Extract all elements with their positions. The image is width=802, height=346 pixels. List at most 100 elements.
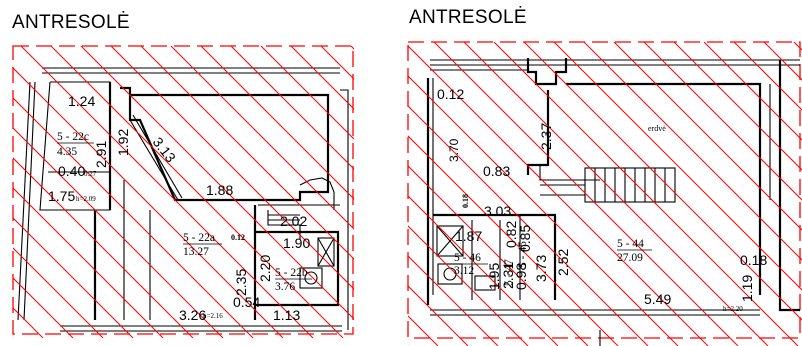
plan-title-left: ANTRESOLĖ: [12, 12, 130, 33]
hatch-line: [673, 42, 802, 171]
hatch-line: [13, 337, 14, 338]
hatch-line: [320, 46, 354, 80]
dim-label: 1.87: [455, 228, 482, 244]
hatch-line: [13, 67, 284, 338]
dim-label: 1.24: [68, 93, 95, 109]
room-id-label: 5 - 45: [517, 241, 529, 268]
dim-label: 0.83: [483, 163, 510, 179]
dim-label: 0.40: [58, 163, 85, 179]
hatch-line: [170, 46, 354, 230]
hatch-line: [13, 127, 224, 338]
ceiling-height-label: h=2.20: [723, 305, 743, 313]
hatch-line: [583, 42, 802, 261]
hatch-line: [561, 46, 802, 338]
room-id-label: 5 - 46: [454, 252, 481, 264]
right-plan-labels: 0.12 2.37 erdvė 3.70 0.83 0.18 3.03 1.87…: [437, 86, 767, 313]
dim-label: 1.88: [206, 182, 233, 198]
hatch-line: [381, 46, 673, 338]
hatch-line: [441, 46, 733, 338]
hatch-line: [471, 46, 763, 338]
dim-label: 1.75: [48, 188, 75, 204]
dim-label: 1.92: [115, 129, 131, 156]
dim-label: 3.26: [179, 307, 206, 323]
dim-label: 2.20: [257, 255, 273, 282]
dim-label: 2.52: [555, 249, 571, 276]
plan-title-right: ANTRESOLĖ: [409, 7, 527, 28]
room-area-label: 4.35: [57, 146, 77, 158]
dim-label: 2.31: [500, 262, 516, 289]
hatch-line: [13, 247, 104, 338]
hatch-line: [140, 46, 354, 260]
room-area-label: 3.12: [454, 265, 474, 277]
hatch-line: [13, 277, 74, 338]
hatch-line: [553, 42, 802, 291]
dim-label: 0.98: [513, 263, 529, 290]
hatch-line: [230, 46, 354, 170]
hatch-line: [290, 46, 354, 110]
dim-label: 2.35: [233, 269, 249, 296]
dim-label: 1.13: [273, 307, 300, 323]
hatch-line: [613, 42, 802, 231]
dim-label: 0.12: [437, 86, 464, 102]
hatch-line: [463, 42, 769, 346]
room-id-label: 5 - 22b: [275, 267, 308, 279]
hatch-line: [13, 307, 44, 338]
hatch-line: [200, 46, 354, 200]
dim-label: 2.02: [280, 213, 307, 229]
hatch-line: [110, 46, 354, 290]
left-plan-hatching: [13, 46, 802, 338]
dim-label: 0.54: [233, 294, 260, 310]
room-id-label: 5 - 44: [617, 238, 644, 250]
dim-label: 1.19: [739, 275, 755, 302]
room-id-label: 5 - 47: [503, 259, 515, 286]
hatch-line: [408, 195, 559, 346]
hatch-line: [703, 42, 802, 141]
dim-label: 5.49: [644, 291, 671, 307]
dim-label: 3.03: [484, 203, 511, 219]
hatch-line: [13, 97, 254, 338]
room-area-label: 3.76: [275, 281, 295, 293]
dim-label: 0.12: [231, 233, 245, 242]
hatch-line: [643, 42, 802, 201]
hatch-line: [408, 165, 589, 346]
hatch-line: [433, 42, 739, 346]
ceiling-height-label: h=2.09: [76, 195, 96, 203]
hatch-line: [408, 45, 709, 346]
dim-label: 0.85: [517, 225, 533, 252]
room-id-label: 5 - 22a: [183, 232, 215, 244]
hatch-line: [523, 42, 802, 321]
hatch-line: [408, 135, 619, 346]
room-area-label: 27.09: [617, 252, 643, 264]
hatch-line: [793, 42, 802, 51]
hatch-line: [350, 46, 354, 50]
hatch-line: [408, 105, 649, 346]
dim-label: 3.73: [533, 255, 549, 282]
ceiling-height-label: h=2.16: [203, 312, 223, 320]
dim-label: 0.82: [503, 221, 519, 248]
hatch-line: [408, 255, 499, 346]
hatch-line: [408, 285, 469, 346]
room-id-label: 5 - 22c: [57, 131, 89, 143]
dim-label: 2.37: [538, 123, 554, 150]
room-area-label: 13.27: [183, 246, 209, 258]
dim-label: 0.18: [740, 252, 767, 268]
hatch-line: [13, 157, 194, 338]
left-plan: 1.24 5 - 22c 4.35 2.91 1.92 3.13 0.40 0.…: [12, 45, 802, 338]
dim-label: 1.90: [283, 235, 310, 251]
hatch-line: [408, 75, 679, 346]
hatch-line: [260, 46, 354, 140]
hatch-line: [80, 46, 354, 320]
left-plan-labels: 1.24 5 - 22c 4.35 2.91 1.92 3.13 0.40 0.…: [48, 93, 312, 323]
left-plan-boundary: [12, 45, 354, 335]
hatch-line: [733, 42, 802, 111]
hatch-line: [493, 42, 799, 346]
right-plan-walls: [426, 58, 800, 346]
hatch-line: [20, 46, 314, 338]
right-plan-hatching: [408, 42, 802, 346]
dim-label: 3.70: [447, 138, 461, 162]
hatch-line: [13, 187, 164, 338]
dim-label: 0.18: [461, 194, 470, 208]
right-plan: 0.12 2.37 erdvė 3.70 0.83 0.18 3.03 1.87…: [407, 41, 802, 346]
hatch-line: [50, 46, 344, 338]
